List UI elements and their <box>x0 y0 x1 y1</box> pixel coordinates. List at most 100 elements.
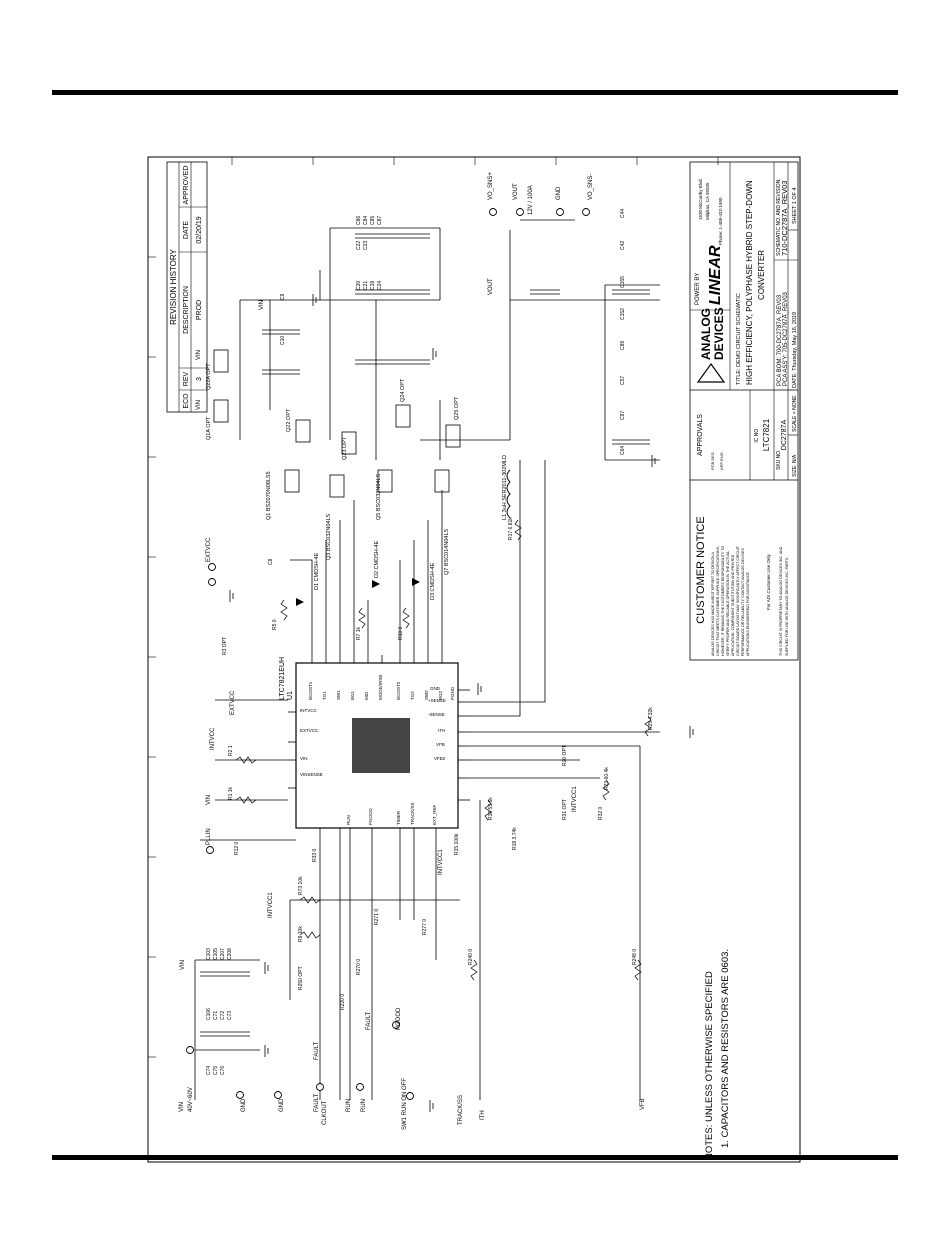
vout-connector-label: VOUT <box>513 183 519 200</box>
cap-c10-label: C10 <box>280 336 286 345</box>
cap-c64-label: C64 <box>620 446 626 455</box>
fault-connector-label: FAULT <box>314 1093 320 1112</box>
vin-net-top-label: VIN <box>259 300 265 310</box>
revision-rev-value: 3 <box>196 377 203 381</box>
pin-extvcc: EXTVCC <box>300 728 319 733</box>
sku-value: DC2787A <box>781 419 788 450</box>
mosfet-q23-label: Q23 OPT <box>342 436 348 460</box>
inductor-label: L1 3uH SER2011-302MLD <box>502 455 508 520</box>
notes-line-1: 1. CAPACITORS AND RESISTORS ARE 0603. <box>720 949 731 1148</box>
vo-sns-plus-label: VO_SNS+ <box>488 172 494 200</box>
svg-text:SUPPLIED FOR USE WITH ANALOG D: SUPPLIED FOR USE WITH ANALOG DEVICES INC… <box>785 557 789 656</box>
pin-vin: VIN <box>300 756 308 761</box>
revision-header-approved: APPROVED <box>183 166 190 205</box>
cap-c89-label: C89 <box>620 341 626 350</box>
res-r16-label: R16 53.6k <box>488 797 494 820</box>
pin-bg2: BG2 <box>438 690 443 700</box>
revision-header-eco: ECO <box>183 393 190 409</box>
title-line-1: HIGH EFFICIENCY, POLYPHASE HYBRID STEP-D… <box>745 180 754 385</box>
res-r220-label: R220 0 <box>340 994 346 1010</box>
approvals-label: APPROVALS <box>697 414 704 456</box>
mosfets <box>213 349 461 498</box>
resistor-symbols <box>235 519 652 981</box>
mosfet-q24-label: Q24 OPT <box>400 378 406 402</box>
vin-net-q1a-label: VIN <box>196 400 202 410</box>
ground-symbols <box>229 294 694 1112</box>
res-r277-label: R277 0 <box>422 919 428 935</box>
customer-notice-title: CUSTOMER NOTICE <box>695 516 707 623</box>
address-line-2: Milpitas, CA 95035 <box>705 182 710 220</box>
cap-c86-label: C86 <box>356 216 362 225</box>
mosfet-q22a-label: Q22A OPT <box>206 363 212 390</box>
cap-c57-label: C57 <box>620 376 626 385</box>
pin-pgnd: PGND <box>450 686 455 700</box>
cap-c87-label: C87 <box>377 216 383 225</box>
title-line-2: CONVERTER <box>757 250 766 300</box>
cap-c152-label: C152 <box>620 308 626 320</box>
cap-c85-label: C85 <box>370 216 376 225</box>
cap-c20-label: C20 <box>356 281 362 290</box>
cap-c97-label: C97 <box>620 411 626 420</box>
revision-date-value: 02/20/19 <box>196 216 203 243</box>
intvcc1-net-label: INTVCC1 <box>268 892 274 918</box>
res-r10-label: R10 0 <box>398 626 404 640</box>
svg-text:PCB DES.: PCB DES. <box>710 451 715 470</box>
res-r25-label: R25 4.32k <box>648 707 654 730</box>
svg-text:HOWEVER, IT REMAINS THE CUSTOM: HOWEVER, IT REMAINS THE CUSTOMER'S RESPO… <box>721 546 725 656</box>
pin-vfb: VFB <box>436 742 445 747</box>
analog-devices-logo-icon <box>696 362 726 383</box>
pin-vinsense: VINSENSE <box>300 772 323 777</box>
diode-d2-label: D2 CMDSH-4E <box>374 540 380 578</box>
cap-c106-label: C106 <box>206 1008 212 1020</box>
phone-number: Phone: 1-408-432-1900 <box>718 197 723 245</box>
cap-c76-label: C76 <box>220 1066 226 1075</box>
title-block: CUSTOMER NOTICE ANALOG DEVICES HAS MADE … <box>689 161 799 661</box>
pca-assy: PCA ASS'Y: 705-DC2787A_REV03 <box>783 291 789 386</box>
vin-range-label: 40V~60V <box>188 1087 194 1112</box>
revision-history: REVISION HISTORY ECO REV DESCRIPTION DAT… <box>166 161 208 413</box>
intvcc-net-label: INTVCC <box>210 727 216 750</box>
res-r1-label: R1 1k <box>228 786 234 800</box>
diode-d1-label: D1 CMDSH-4E <box>314 552 320 590</box>
svg-text:For ADI Customer Use Only: For ADI Customer Use Only <box>766 553 771 610</box>
cap-c24-label: C24 <box>377 281 383 290</box>
powered-by-label: POWER BY <box>695 273 701 305</box>
vin-net-ic-label: VIN <box>206 795 212 805</box>
vfb-label: VFB <box>640 1098 646 1110</box>
ic-ref: U1 <box>287 691 294 700</box>
connector-turrets <box>186 208 590 1100</box>
pin-ext-ref: EXT_REF <box>432 804 437 825</box>
ic-no-label: IC NO. <box>754 427 760 442</box>
revision-title: REVISION HISTORY <box>169 248 178 324</box>
res-r32-label: R32 0 <box>598 806 604 820</box>
sku-label: SKU NO. <box>776 449 782 470</box>
cap-c9-label: C9 <box>280 293 286 300</box>
pin-pgood: PGOOD <box>368 807 373 825</box>
cap-c21-label: C21 <box>363 281 369 290</box>
fault-net-2-label: FAULT <box>366 1011 372 1030</box>
ic-no-value: LTC7821 <box>762 418 771 451</box>
mosfet-q1-label: Q1 BSZ070N08LS5 <box>266 471 272 520</box>
pin-gnd: GND <box>430 686 441 691</box>
notes-title: NOTES: UNLESS OTHERWISE SPECIFIED <box>704 971 715 1160</box>
svg-text:PERFORMANCE OR RELIABILITY. CO: PERFORMANCE OR RELIABILITY. CONTACT ANAL… <box>741 548 745 656</box>
res-r2-label: R2 1 <box>228 745 234 756</box>
svg-text:CIRCUIT THAT MEETS CUSTOMER-SU: CIRCUIT THAT MEETS CUSTOMER-SUPPLIED SPE… <box>716 546 720 656</box>
res-r12-label: R12 0 <box>234 841 240 855</box>
cap-c8-label: C8 <box>268 558 274 565</box>
address-line-1: 1630 McCarthy Blvd. <box>698 178 703 220</box>
company-name-2: DEVICES <box>712 307 726 360</box>
schematic-no: 710-DC2787A_REV03 <box>780 181 789 256</box>
run-switch-label: SW1 RUN ON OFF <box>402 1078 408 1130</box>
res-r23-label: R23 60.4k <box>604 767 610 790</box>
svg-text:APP ENG.: APP ENG. <box>719 451 724 470</box>
pin-sense-minus: -SENSE <box>428 712 445 717</box>
inductor-l1: L1 3uH SER2011-302MLD <box>502 455 511 520</box>
cap-c208-label: C208 <box>227 948 233 960</box>
pin-run: RUN <box>346 815 351 825</box>
cap-c73-label: C73 <box>227 1011 233 1020</box>
revision-description-value: PROD <box>196 300 203 320</box>
notes: NOTES: UNLESS OTHERWISE SPECIFIED 1. CAP… <box>704 949 731 1160</box>
size-label: SIZE: N/A <box>792 454 798 477</box>
vin-net-q22a-label: VIN <box>196 350 202 360</box>
